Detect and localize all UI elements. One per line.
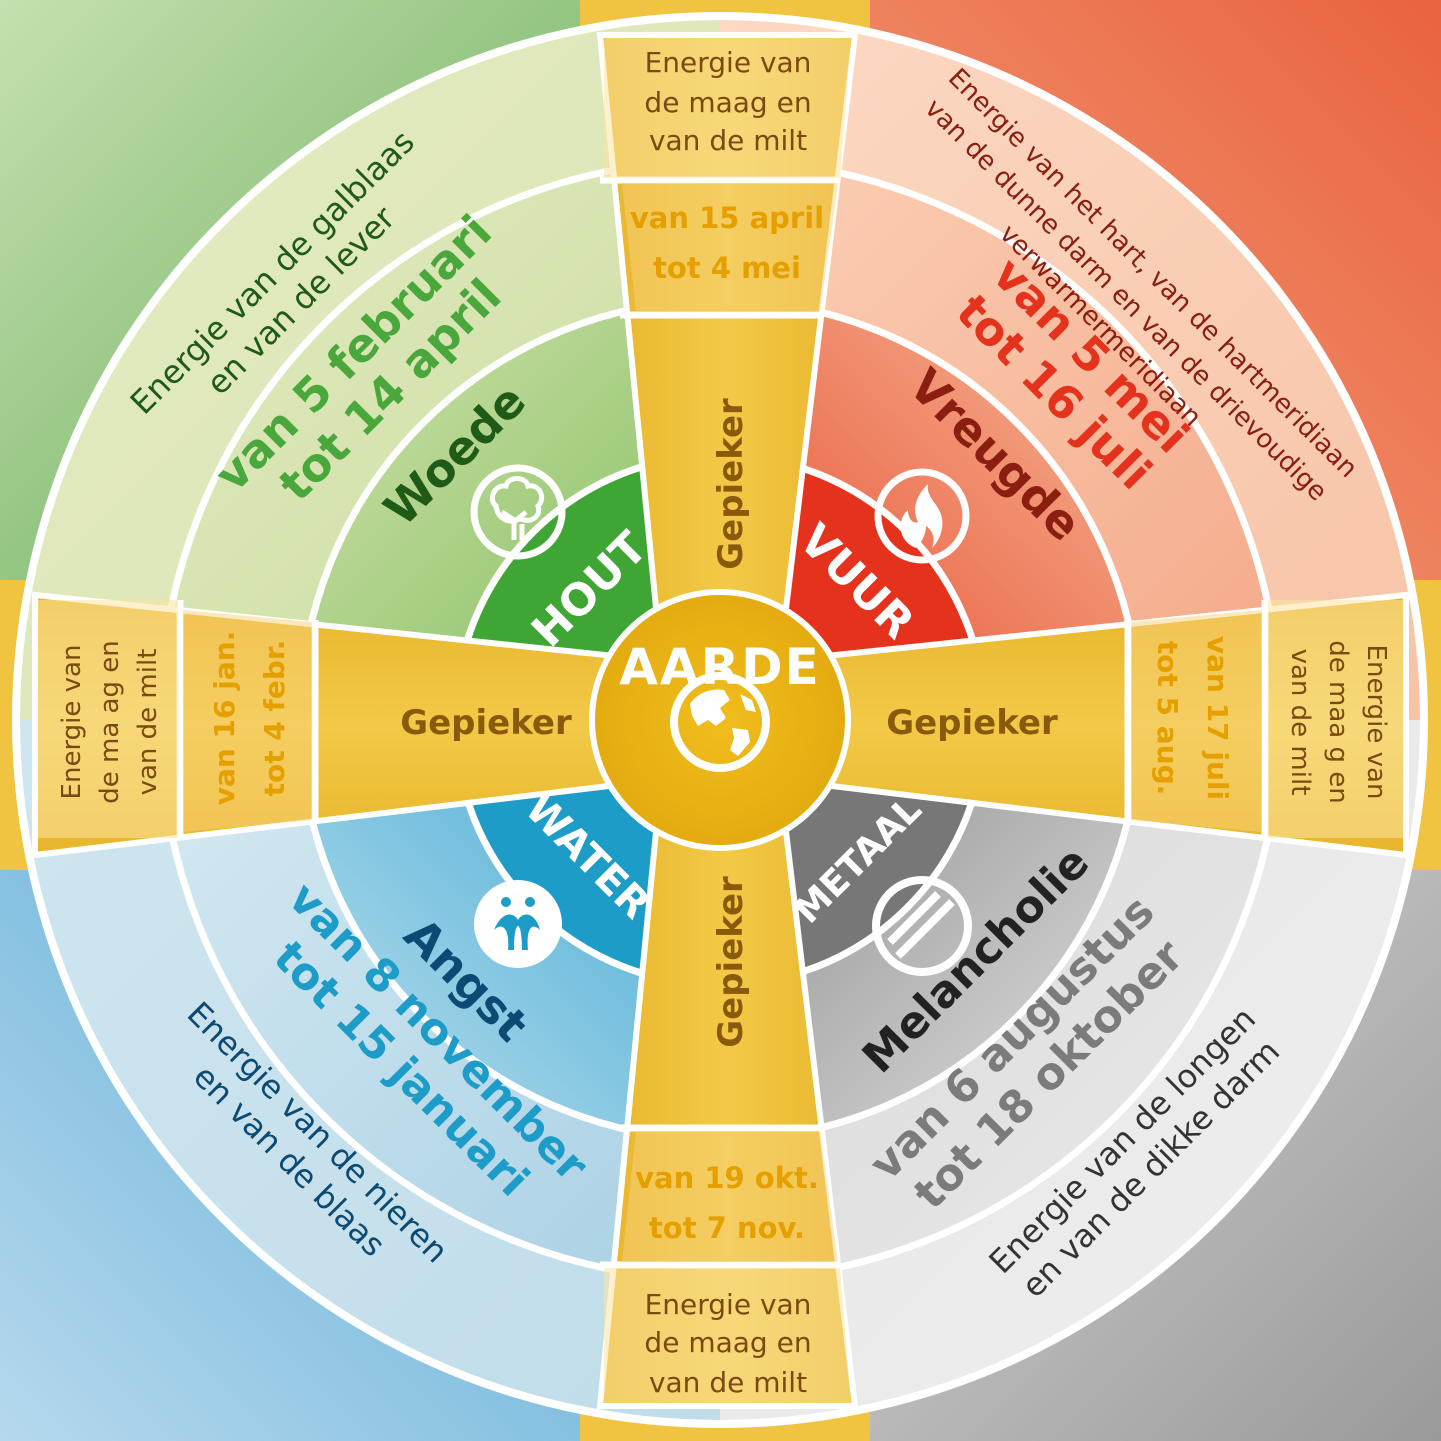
earth-top-energy-2: de maag en [644,86,811,119]
earth-top-energy-1: Energie van [645,46,812,79]
earth-left-energy-1: Energie van [57,645,87,800]
flame-icon [874,468,970,564]
earth-top-peak: Gepieker [711,398,751,570]
earth-left-dates-1: van 16 jan. [208,631,241,806]
earth-right-energy-3: van de milt [1285,649,1315,796]
earth-right-energy-2: de maa g en [1323,640,1353,803]
earth-left-peak: Gepieker [400,703,572,743]
earth-bottom-peak: Gepieker [711,876,751,1048]
earth-right-energy-1: Energie van [1361,645,1391,800]
earth-left-dates-2: tot 4 febr. [258,640,291,797]
earth-bottom-energy-1: Energie van [645,1288,812,1321]
earth-right-peak: Gepieker [886,703,1058,743]
earth-bottom-dates-1: van 19 okt. [635,1161,819,1195]
earth-right-dates-2: tot 5 aug. [1151,641,1184,796]
earth-bottom-dates-2: tot 7 nov. [649,1211,805,1245]
tree-icon [470,464,566,560]
earth-top-dates-2: tot 4 mei [653,251,801,285]
earth-right-dates-1: van 17 juli [1201,636,1234,800]
no-entry-icon [872,876,972,976]
globe-icon [670,672,770,772]
center-label: AARDE [619,638,821,696]
earth-top-energy-3: van de milt [649,124,807,157]
earth-bottom-energy-3: van de milt [649,1366,807,1399]
earth-top-dates-1: van 15 april [630,201,824,235]
earth-bottom-energy-2: de maag en [644,1326,811,1359]
earth-left-energy-3: van de milt [133,649,163,796]
earth-left-energy-2: de ma ag en [95,640,125,803]
water-splash-icon [474,880,562,968]
